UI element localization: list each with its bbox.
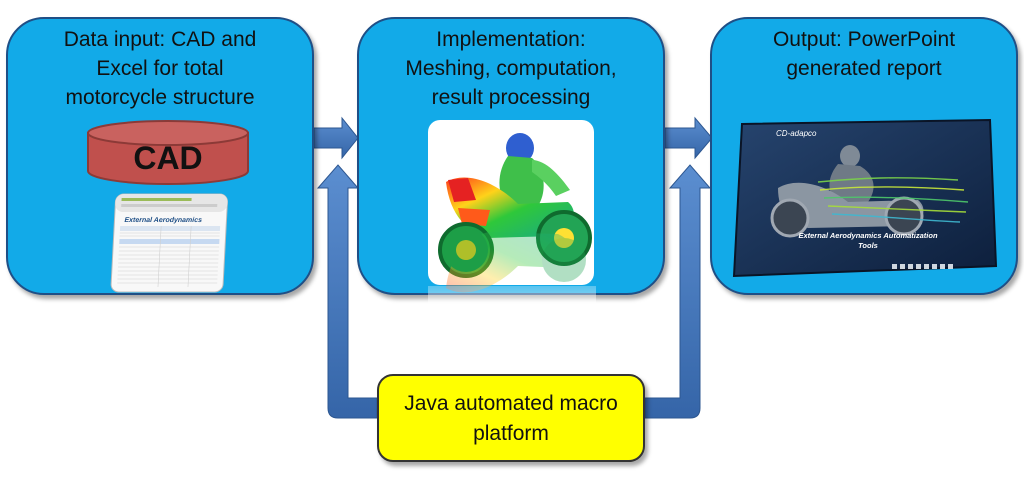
arrow-input-to-implementation — [313, 116, 359, 160]
report-title-line2: Tools — [858, 241, 878, 250]
powerpoint-report-thumbnail: CD-adapco External Aerodynamics Automati… — [732, 118, 998, 278]
arrow-java-to-implementation — [316, 164, 378, 419]
implementation-title: Implementation: Meshing, computation, re… — [405, 28, 617, 109]
cad-database-icon: CAD — [87, 120, 249, 185]
output-title: Output: PowerPoint generated report — [772, 28, 956, 80]
report-title-line1: External Aerodynamics Automatization — [798, 231, 937, 240]
data-input-box: Data input: CAD and Excel for total moto… — [6, 17, 314, 295]
data-input-title: Data input: CAD and Excel for total moto… — [63, 28, 257, 109]
arrow-java-to-output — [644, 164, 712, 419]
cad-label: CAD — [133, 140, 202, 176]
motorcycle-cfd-image — [428, 120, 596, 340]
report-logo: CD-adapco — [776, 129, 817, 138]
report-footer-icons — [892, 264, 953, 269]
arrow-implementation-to-output — [664, 116, 713, 160]
spreadsheet-title: External Aerodynamics — [124, 217, 202, 224]
java-macro-platform-box: Java automated macro platform — [377, 374, 645, 462]
excel-spreadsheet-thumbnail: External Aerodynamics — [110, 193, 228, 293]
